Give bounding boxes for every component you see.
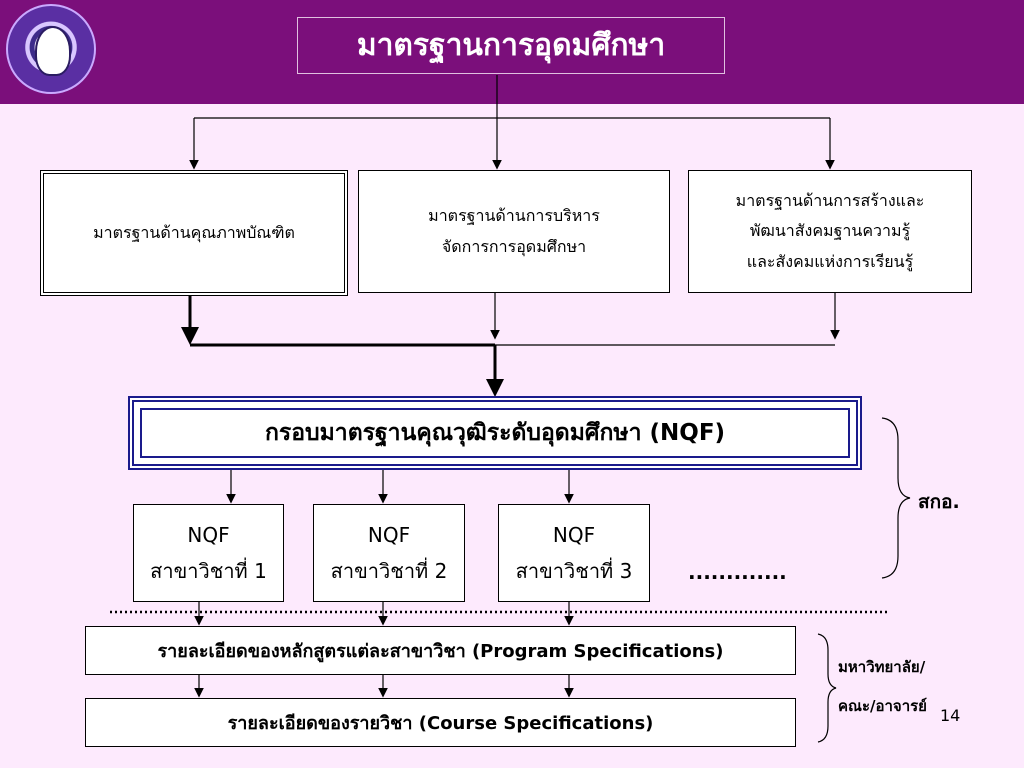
- knowledge-society-standard-box: มาตรฐานด้านการสร้างและ พัฒนาสังคมฐานความ…: [688, 170, 972, 293]
- nqf-field-2-label: สาขาวิชาที่ 2: [330, 559, 448, 583]
- more-fields-ellipsis: .............: [688, 560, 787, 584]
- header-bar: มาตรฐานการอุดมศึกษา: [0, 0, 1024, 104]
- course-specifications-box: รายละเอียดของรายวิชา (Course Specificati…: [85, 698, 796, 747]
- nqf-field-3-title: NQF: [552, 523, 596, 547]
- course-specifications-label: รายละเอียดของรายวิชา (Course Specificati…: [227, 713, 654, 734]
- nqf-field-1-title: NQF: [187, 523, 230, 547]
- university-label-line2: คณะ/อาจารย์: [838, 697, 927, 715]
- administration-standard-line2: จัดการการอุดมศึกษา: [441, 236, 587, 256]
- university-label-line1: มหาวิทยาลัย/: [838, 658, 926, 676]
- university-brace: [817, 633, 837, 743]
- university-seal-logo: [6, 4, 96, 94]
- program-specifications-label: รายละเอียดของหลักสูตรแต่ละสาขาวิชา (Prog…: [157, 641, 724, 662]
- nqf-field-2-box: NQF สาขาวิชาที่ 2: [313, 504, 465, 602]
- nqf-field-1-label: สาขาวิชาที่ 1: [150, 559, 267, 583]
- administration-standard-line1: มาตรฐานด้านการบริหาร: [428, 206, 600, 226]
- knowledge-society-standard-line1: มาตรฐานด้านการสร้างและ: [735, 190, 925, 210]
- page-number: 14: [940, 706, 961, 725]
- nqf-field-1-box: NQF สาขาวิชาที่ 1: [133, 504, 284, 602]
- nqf-framework-box: กรอบมาตรฐานคุณวุฒิระดับอุดมศึกษา (NQF): [128, 396, 862, 470]
- administration-standard-box: มาตรฐานด้านการบริหาร จัดการการอุดมศึกษา: [358, 170, 670, 293]
- program-specifications-box: รายละเอียดของหลักสูตรแต่ละสาขาวิชา (Prog…: [85, 626, 796, 675]
- knowledge-society-standard-line3: และสังคมแห่งการเรียนรู้: [746, 251, 914, 271]
- graduate-quality-standard-label: มาตรฐานด้านคุณภาพบัณฑิต: [93, 222, 295, 242]
- page-title: มาตรฐานการอุดมศึกษา: [297, 17, 725, 74]
- ohec-brace: [881, 417, 911, 579]
- nqf-framework-label: กรอบมาตรฐานคุณวุฒิระดับอุดมศึกษา (NQF): [264, 420, 726, 446]
- ohec-label: สกอ.: [918, 491, 960, 513]
- knowledge-society-standard-line2: พัฒนาสังคมฐานความรู้: [749, 221, 911, 241]
- nqf-field-3-label: สาขาวิชาที่ 3: [515, 559, 633, 583]
- graduate-quality-standard-box: มาตรฐานด้านคุณภาพบัณฑิต: [40, 170, 348, 296]
- nqf-field-3-box: NQF สาขาวิชาที่ 3: [498, 504, 650, 602]
- nqf-field-2-title: NQF: [367, 523, 411, 547]
